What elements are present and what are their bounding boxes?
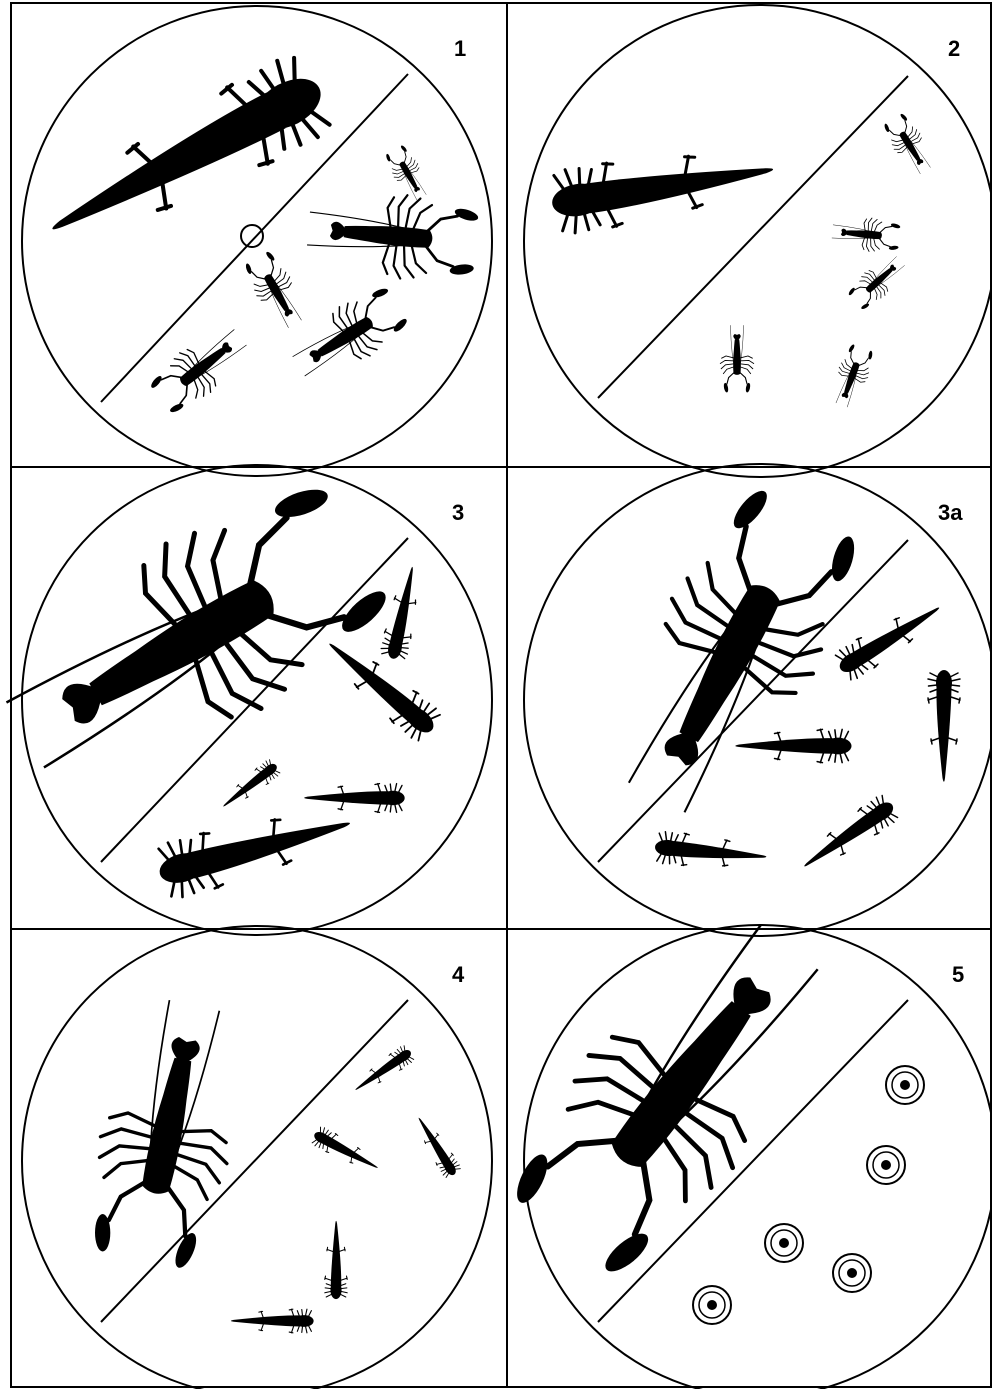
panel-2-crayfish-3 bbox=[845, 250, 911, 314]
panel-3a-dish bbox=[524, 464, 992, 936]
panel-3a-salamander-2 bbox=[928, 670, 960, 782]
panel-1-salamander-large bbox=[32, 49, 339, 267]
panel-2: 2 bbox=[524, 5, 992, 477]
panel-2-dish bbox=[524, 5, 992, 477]
panel-4-salamander-2 bbox=[410, 1113, 462, 1180]
panel-3a: 3a bbox=[524, 464, 992, 936]
panel-1-crayfish-5 bbox=[145, 317, 256, 419]
panel-3-salamander-3 bbox=[217, 758, 282, 814]
panel-1-crayfish-3 bbox=[240, 248, 311, 334]
panel-4-crayfish-large bbox=[77, 992, 258, 1274]
panel-3a-salamander-4 bbox=[654, 831, 768, 873]
panel-3-crayfish-large bbox=[0, 461, 405, 818]
panel-3-salamander-2 bbox=[317, 629, 444, 745]
panel-2-crayfish-1 bbox=[880, 111, 938, 179]
panel-2-salamander-large bbox=[547, 137, 778, 235]
panel-5-egg-5 bbox=[693, 1286, 731, 1324]
panel-3a-salamander-5 bbox=[796, 792, 901, 879]
panel-4-salamander-3 bbox=[310, 1125, 383, 1177]
panel-5-egg-2 bbox=[867, 1146, 905, 1184]
panel-3a-salamander-1 bbox=[832, 593, 948, 683]
panel-1-crayfish-2 bbox=[305, 187, 481, 285]
panel-5-egg-3 bbox=[765, 1224, 803, 1262]
panel-1-label: 1 bbox=[454, 36, 466, 61]
panel-3-salamander-4 bbox=[304, 784, 405, 813]
panel-4-salamander-4 bbox=[325, 1221, 347, 1299]
panel-5-egg-4 bbox=[833, 1254, 871, 1292]
panel-5-crayfish-large bbox=[490, 891, 861, 1294]
panel-3a-salamander-3 bbox=[735, 729, 851, 762]
panel-1-crayfish-4 bbox=[283, 280, 413, 391]
panel-3: 3 bbox=[0, 461, 492, 935]
panel-2-crayfish-4 bbox=[720, 325, 753, 393]
panel-3-salamander-1 bbox=[380, 564, 426, 661]
panel-3a-label: 3a bbox=[938, 500, 963, 525]
panel-1: 1 bbox=[22, 6, 492, 476]
panel-2-crayfish-2 bbox=[831, 215, 901, 254]
panel-4-label: 4 bbox=[452, 962, 465, 987]
panel-2-crayfish-5 bbox=[827, 342, 877, 410]
panel-3-salamander-5 bbox=[153, 796, 358, 901]
panel-3-label: 3 bbox=[452, 500, 464, 525]
panel-4-salamander-5 bbox=[231, 1309, 314, 1333]
panel-2-label: 2 bbox=[948, 36, 960, 61]
panel-1-marker-ring bbox=[241, 225, 263, 247]
panel-5-label: 5 bbox=[952, 962, 964, 987]
panel-5-egg-1 bbox=[886, 1066, 924, 1104]
panel-5: 5 bbox=[490, 891, 992, 1389]
panel-4: 4 bbox=[22, 926, 492, 1389]
